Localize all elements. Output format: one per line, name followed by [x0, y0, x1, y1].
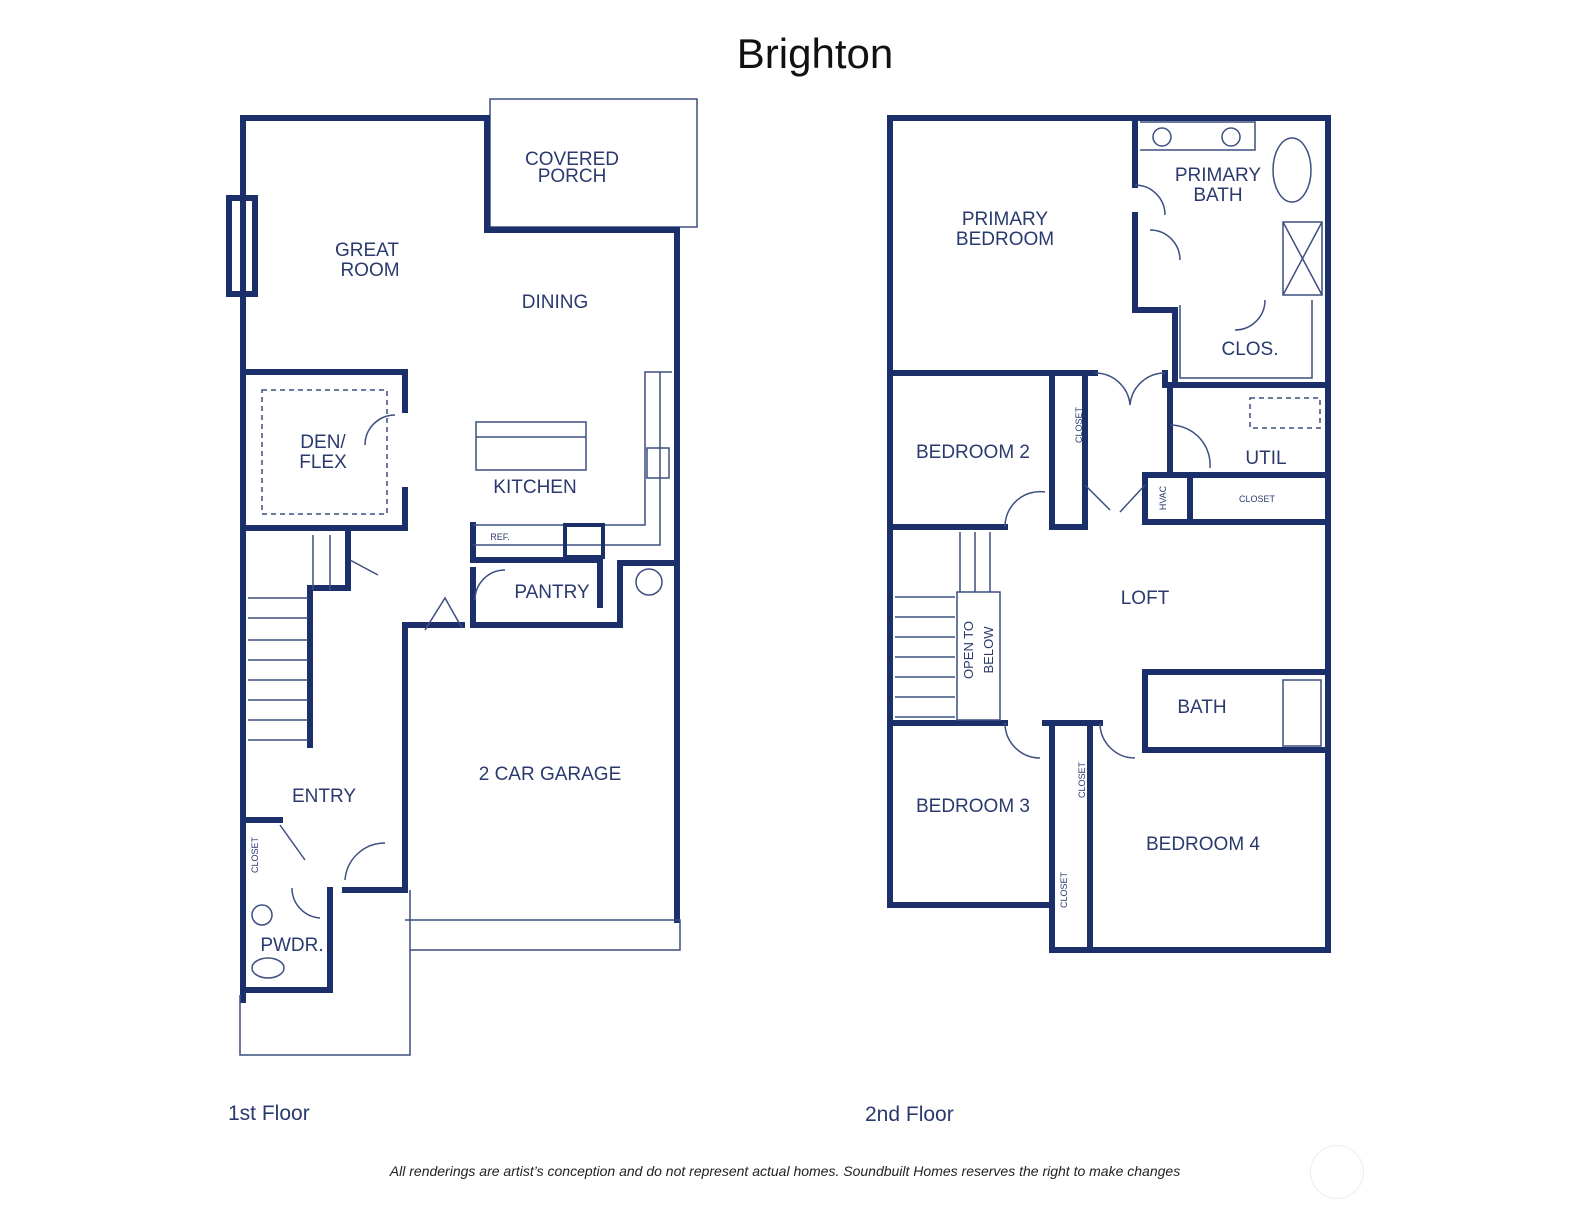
room-label: KITCHEN [493, 477, 576, 498]
room-label: BATH [1177, 697, 1226, 718]
room-label: LOFT [1121, 588, 1170, 609]
room-label: FLEX [299, 452, 347, 473]
room-label: PRIMARY [962, 209, 1049, 230]
floating-circle-button[interactable] [1310, 1145, 1364, 1199]
room-label: CLOSET [250, 836, 260, 873]
room-label: ROOM [340, 260, 399, 281]
second-floor-walls [887, 115, 1331, 953]
room-label: GREAT [335, 240, 399, 261]
room-label: BATH [1193, 185, 1242, 206]
room-label: PWDR. [260, 935, 323, 956]
room-label: CLOSET [1077, 761, 1087, 798]
room-label: BEDROOM 2 [916, 442, 1030, 463]
room-label: DINING [522, 292, 589, 313]
room-label: BEDROOM 3 [916, 796, 1030, 817]
room-label: PRIMARY [1175, 165, 1262, 186]
room-label: PANTRY [514, 582, 590, 603]
room-label: BELOW [981, 626, 996, 674]
room-label: DEN/ [300, 432, 346, 453]
first-floor-label: 1st Floor [228, 1102, 310, 1125]
room-label: UTIL [1245, 448, 1286, 469]
room-label: COVERED [525, 149, 619, 170]
room-label: BEDROOM 4 [1146, 834, 1260, 855]
room-label: CLOS. [1221, 339, 1278, 360]
room-label: REF. [490, 532, 510, 542]
disclaimer: All renderings are artist’s conception a… [389, 1163, 1181, 1179]
room-label: CLOSET [1074, 406, 1084, 443]
room-label: PORCH [538, 166, 607, 187]
first-floor-walls [226, 98, 698, 1056]
room-label: BEDROOM [956, 229, 1054, 250]
room-label: HVAC [1158, 485, 1168, 510]
second-floor-labels: PRIMARY BEDROOM PRIMARY BATH CLOS. BEDRO… [916, 165, 1287, 908]
room-label: CLOSET [1059, 871, 1069, 908]
room-label: 2 CAR GARAGE [479, 764, 622, 785]
room-label: CLOSET [1239, 494, 1276, 504]
first-floor-labels: COVERED PORCH GREAT ROOM DINING DEN/ FLE… [250, 149, 621, 956]
room-label: OPEN TO [961, 621, 976, 679]
plan-title: Brighton [736, 30, 894, 77]
second-floor-label: 2nd Floor [865, 1103, 954, 1126]
room-label: ENTRY [292, 786, 356, 807]
